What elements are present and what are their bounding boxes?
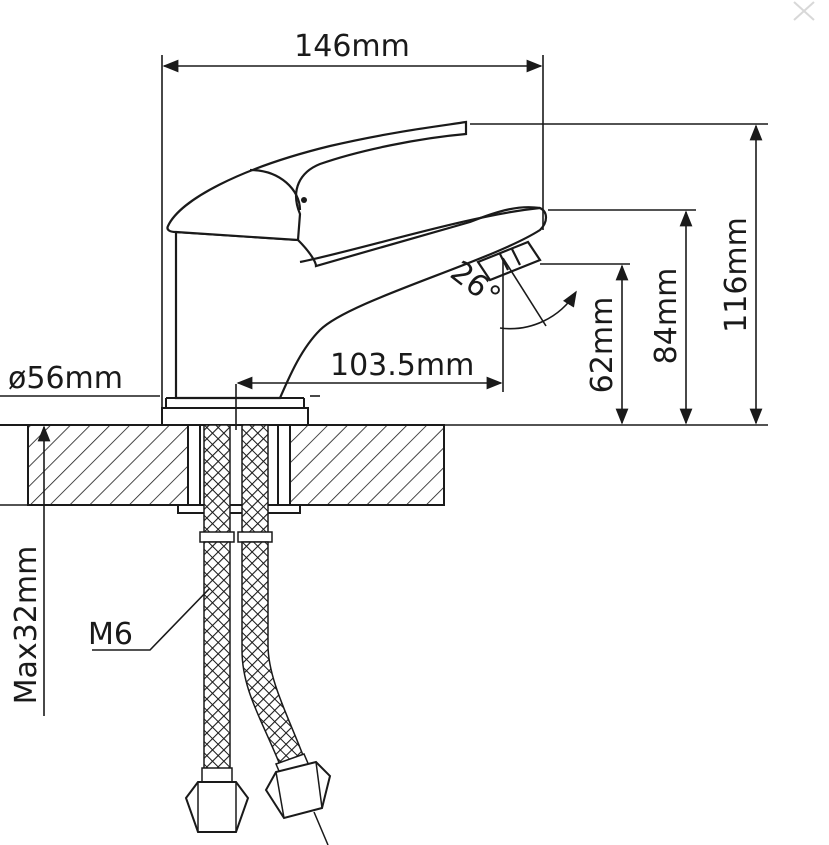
faucet-body: [174, 206, 548, 400]
close-icon[interactable]: [793, 1, 815, 21]
dim-overall-width: 146mm: [294, 29, 410, 64]
thread-label: M6: [88, 617, 133, 652]
dim-spout-height: 84mm: [649, 268, 684, 365]
lever-handle[interactable]: [166, 120, 468, 242]
dim-aerator-height: 62mm: [585, 297, 620, 394]
dimension-lines: [0, 55, 768, 716]
dim-max-counter-thickness: Max32mm: [9, 546, 44, 705]
faucet-base: [161, 397, 309, 426]
flexible-hoses: [184, 424, 332, 845]
dim-spout-reach: 103.5mm: [330, 348, 474, 383]
dimension-labels: 146mm ø56mm 103.5mm 26° 62mm 84mm 116mm …: [8, 29, 754, 704]
dim-base-diameter: ø56mm: [8, 361, 123, 396]
dim-overall-height: 116mm: [719, 217, 754, 333]
mounting-shank: [177, 424, 301, 514]
